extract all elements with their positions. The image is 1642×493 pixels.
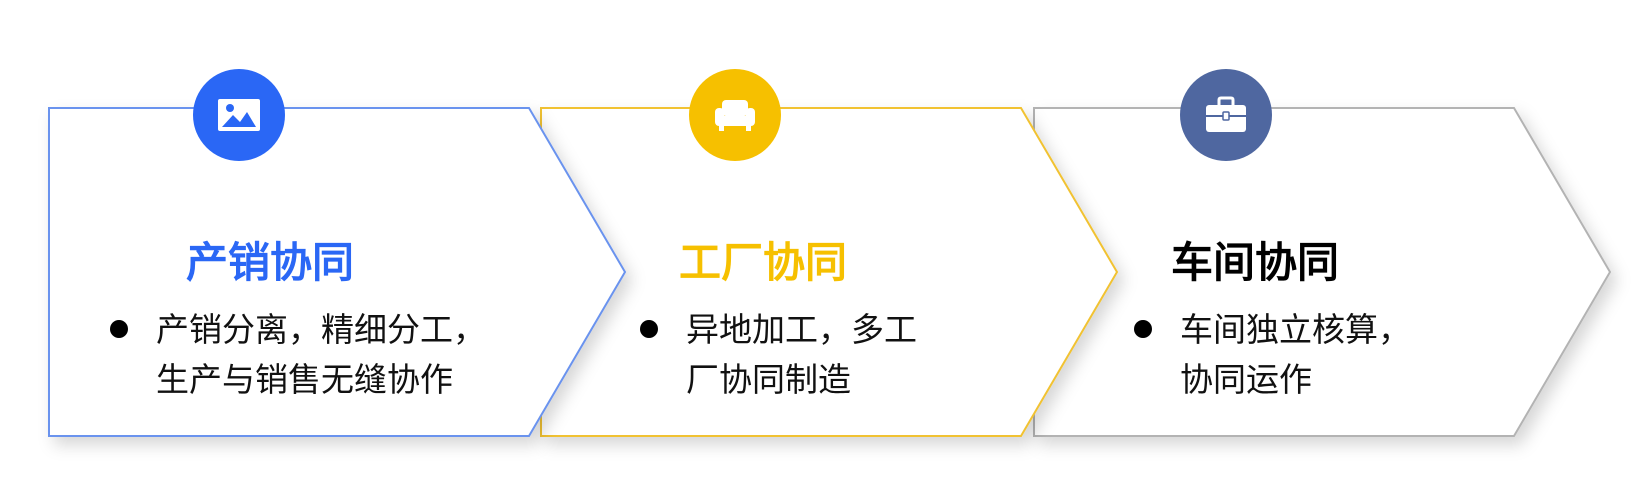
bullet-dot — [110, 320, 128, 338]
step-1-description: 产销分离，精细分工， 生产与销售无缝协作 — [110, 305, 486, 405]
step-2-desc-line-1: 异地加工，多工 — [686, 310, 917, 349]
step-3-title: 车间协同 — [1171, 238, 1340, 287]
step-2-icon-circle — [689, 69, 781, 161]
step-1-title: 产销协同 — [186, 238, 355, 287]
step-2-title: 工厂协同 — [679, 238, 848, 287]
sofa-icon — [715, 100, 755, 131]
bullet-dot — [640, 320, 658, 338]
step-2-desc-line-2: 厂协同制造 — [686, 360, 851, 399]
chevron-step-1 — [48, 107, 627, 437]
step-3-icon-circle — [1180, 69, 1272, 161]
step-1-desc-line-1: 产销分离，精细分工， — [156, 310, 486, 349]
step-1-desc-line-2: 生产与销售无缝协作 — [156, 360, 453, 399]
step-1-icon-circle — [193, 69, 285, 161]
step-3-description: 车间独立核算， 协同运作 — [1134, 305, 1411, 405]
step-3-desc-line-1: 车间独立核算， — [1180, 310, 1411, 349]
bullet-dot — [1134, 320, 1152, 338]
step-2-description: 异地加工，多工 厂协同制造 — [640, 305, 917, 405]
step-3-desc-line-2: 协同运作 — [1180, 360, 1312, 399]
briefcase-icon — [1206, 96, 1246, 132]
image-icon — [218, 99, 260, 131]
